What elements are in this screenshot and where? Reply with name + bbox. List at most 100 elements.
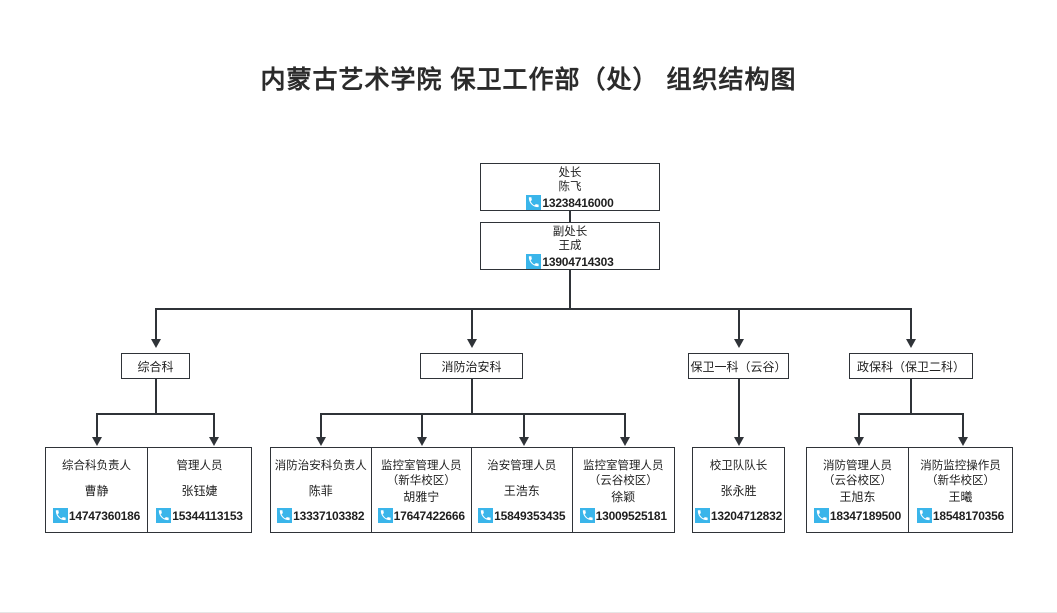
staff-phone: 13204712832 <box>694 508 782 523</box>
staff-card[interactable]: 校卫队队长 张永胜 13204712832 <box>693 448 784 532</box>
staff-phone-number: 13009525181 <box>595 508 667 523</box>
arrow-xfza-0 <box>316 437 326 446</box>
staff-card[interactable]: 监控室管理人员 （云谷校区） 徐颖 13009525181 <box>572 448 674 532</box>
deputy-phone-number: 13904714303 <box>542 254 614 269</box>
arrow-zonghe-1 <box>209 437 219 446</box>
director-name: 陈飞 <box>558 181 582 193</box>
staff-name: 陈菲 <box>308 484 333 498</box>
staff-phone: 15344113153 <box>156 508 243 523</box>
staff-card[interactable]: 消防治安科负责人 陈菲 13337103382 <box>271 448 372 532</box>
connector-zhengbao-drop-0 <box>858 413 860 438</box>
department-label: 政保科（保卫二科） <box>856 359 965 374</box>
arrow-dept-3 <box>906 339 916 348</box>
staff-role: 校卫队队长 <box>709 460 768 472</box>
connector-deputy-drop <box>569 270 571 310</box>
connector-bwyk-stem <box>738 379 740 438</box>
arrow-zhengbao-0 <box>854 437 864 446</box>
arrow-dept-2 <box>734 339 744 348</box>
connector-zhengbao-bus <box>858 413 964 415</box>
staff-campus: （云谷校区） <box>588 475 658 487</box>
staff-group-zonghe: 综合科负责人 曹静 14747360186 管理人员 张钰婕 153441131… <box>45 447 252 533</box>
staff-name: 曹静 <box>84 484 109 498</box>
staff-campus: （云谷校区） <box>823 475 892 487</box>
staff-phone: 13337103382 <box>277 508 365 523</box>
staff-card[interactable]: 治安管理人员 王浩东 15849353435 <box>472 448 573 532</box>
phone-icon <box>813 508 829 523</box>
staff-role: 管理人员 <box>176 460 223 472</box>
connector-xfza-drop-2 <box>523 413 525 438</box>
staff-role: 治安管理人员 <box>487 460 557 472</box>
staff-group-xiaofang-zhian: 消防治安科负责人 陈菲 13337103382 监控室管理人员 （新华校区） 胡… <box>270 447 675 533</box>
deputy-name: 王成 <box>558 240 582 252</box>
phone-icon <box>526 195 542 210</box>
connector-xfza-stem <box>471 379 473 414</box>
arrow-bwyk-0 <box>734 437 744 446</box>
phone-icon <box>52 508 68 523</box>
phone-icon <box>694 508 710 523</box>
connector-zonghe-stem <box>155 379 157 414</box>
staff-card[interactable]: 管理人员 张钰婕 15344113153 <box>148 448 251 532</box>
connector-drop-dept-0 <box>155 308 157 340</box>
staff-card[interactable]: 综合科负责人 曹静 14747360186 <box>46 448 149 532</box>
staff-name: 胡雅宁 <box>403 490 440 504</box>
connector-zonghe-drop-0 <box>96 413 98 438</box>
staff-phone: 18347189500 <box>813 508 902 523</box>
arrow-zonghe-0 <box>92 437 102 446</box>
node-deputy-director[interactable]: 副处长 王成 13904714303 <box>480 222 660 270</box>
arrow-dept-1 <box>467 339 477 348</box>
connector-zhengbao-stem <box>910 379 912 414</box>
arrow-dept-0 <box>151 339 161 348</box>
arrow-xfza-3 <box>620 437 630 446</box>
staff-phone: 18548170356 <box>916 508 1004 523</box>
node-director[interactable]: 处长 陈飞 13238416000 <box>480 163 660 211</box>
staff-phone: 15849353435 <box>478 508 566 523</box>
department-label: 综合科 <box>137 359 174 374</box>
staff-campus: （新华校区） <box>386 475 456 487</box>
arrow-xfza-2 <box>519 437 529 446</box>
director-role: 处长 <box>558 167 582 179</box>
staff-group-zhengbao: 消防管理人员 （云谷校区） 王旭东 18347189500 消防监控操作员 （新… <box>806 447 1013 533</box>
staff-phone: 17647422666 <box>377 508 465 523</box>
staff-card[interactable]: 消防管理人员 （云谷校区） 王旭东 18347189500 <box>807 448 910 532</box>
department-label: 保卫一科（云谷） <box>690 359 787 374</box>
node-department-baowei-yike[interactable]: 保卫一科（云谷） <box>688 353 789 379</box>
staff-phone: 13009525181 <box>579 508 667 523</box>
staff-card[interactable]: 监控室管理人员 （新华校区） 胡雅宁 17647422666 <box>371 448 472 532</box>
staff-name: 王旭东 <box>839 490 876 504</box>
phone-icon <box>579 508 595 523</box>
staff-phone-number: 13337103382 <box>293 508 365 523</box>
connector-department-bus <box>155 308 912 310</box>
staff-name: 张永胜 <box>720 484 757 498</box>
staff-phone-number: 14747360186 <box>68 508 141 523</box>
page-title: 内蒙古艺术学院 保卫工作部（处） 组织结构图 <box>260 66 797 94</box>
staff-phone: 14747360186 <box>52 508 141 523</box>
phone-icon <box>526 254 542 269</box>
node-department-zhengbao[interactable]: 政保科（保卫二科） <box>849 353 973 379</box>
staff-name: 王浩东 <box>503 484 540 498</box>
staff-card[interactable]: 消防监控操作员 （新华校区） 王曦 18548170356 <box>909 448 1012 532</box>
phone-icon <box>377 508 393 523</box>
connector-zhengbao-drop-1 <box>962 413 964 438</box>
node-department-xiaofang-zhian[interactable]: 消防治安科 <box>420 353 523 379</box>
deputy-phone: 13904714303 <box>526 254 614 269</box>
staff-phone-number: 18347189500 <box>829 508 902 523</box>
staff-role: 消防监控操作员 <box>920 460 1001 472</box>
deputy-role: 副处长 <box>552 226 588 238</box>
phone-icon <box>478 508 494 523</box>
phone-icon <box>916 508 932 523</box>
director-phone: 13238416000 <box>526 195 614 210</box>
connector-drop-dept-3 <box>910 308 912 340</box>
staff-phone-number: 17647422666 <box>393 508 465 523</box>
connector-zonghe-drop-1 <box>213 413 215 438</box>
connector-xfza-drop-0 <box>320 413 322 438</box>
staff-role: 监控室管理人员 <box>583 460 664 472</box>
department-label: 消防治安科 <box>441 359 502 374</box>
staff-campus: （新华校区） <box>926 475 995 487</box>
connector-drop-dept-2 <box>738 308 740 340</box>
staff-group-baowei-yike: 校卫队队长 张永胜 13204712832 <box>692 447 785 533</box>
arrow-zhengbao-1 <box>958 437 968 446</box>
connector-drop-dept-1 <box>471 308 473 340</box>
node-department-zonghe[interactable]: 综合科 <box>121 353 190 379</box>
staff-role: 消防管理人员 <box>823 460 892 472</box>
